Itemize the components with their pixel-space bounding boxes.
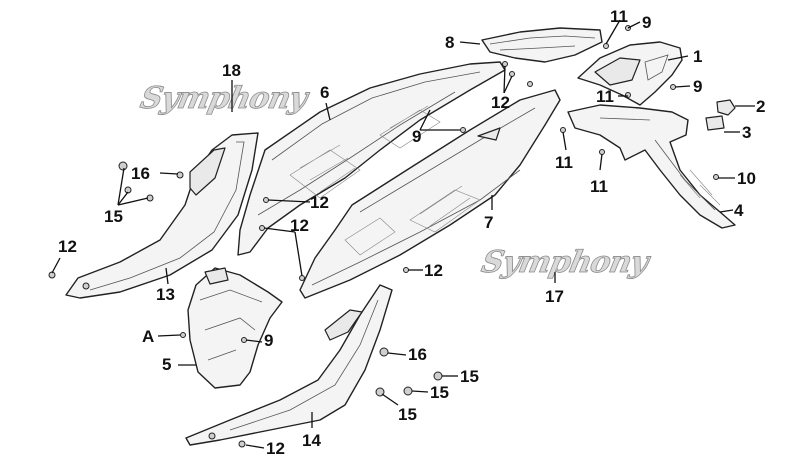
label-17: 17: [545, 287, 564, 306]
label-12-left: 12: [58, 237, 77, 256]
part-3-reflector: [705, 115, 725, 131]
part-4-rear-fender: [567, 104, 736, 229]
label-12-b: 12: [290, 216, 309, 235]
label-15-c: 15: [398, 405, 417, 424]
label-9-low: 9: [264, 331, 273, 350]
part-6-left-body-cover: [237, 61, 506, 256]
label-9-right: 9: [693, 77, 702, 96]
brand-decal-upper: Symphony: [137, 81, 313, 116]
part-5-inner-cover: [187, 267, 283, 389]
label-12-a: 12: [310, 193, 329, 212]
label-9-top: 9: [642, 13, 651, 32]
part-1-tail-cover: [577, 41, 683, 106]
label-5: 5: [162, 355, 171, 374]
label-6: 6: [320, 83, 329, 102]
label-15-b: 15: [430, 383, 449, 402]
label-3: 3: [742, 123, 751, 142]
part-8-grab-panel: [481, 27, 603, 63]
brand-decal-lower: Symphony: [479, 245, 655, 280]
label-8: 8: [445, 33, 454, 52]
label-12-top: 12: [491, 93, 510, 112]
label-15-a: 15: [460, 367, 479, 386]
label-11-top: 11: [610, 7, 628, 26]
part-14-floor-side-cover: [185, 284, 393, 446]
label-16-left: 16: [131, 164, 150, 183]
label-7: 7: [484, 213, 493, 232]
part-2-reflector-bracket: [716, 99, 736, 116]
label-2: 2: [756, 97, 765, 116]
label-9-mid: 9: [412, 127, 421, 146]
label-11-mid: 11: [596, 87, 614, 106]
label-13: 13: [156, 285, 175, 304]
label-12-c: 12: [424, 261, 443, 280]
part-7-right-body-cover: [299, 89, 561, 299]
label-4: 4: [734, 201, 744, 220]
label-12-bottom: 12: [266, 439, 285, 458]
label-11-low: 11: [590, 177, 608, 196]
leader-lines: [51, 19, 755, 449]
label-16-right: 16: [408, 345, 427, 364]
part-13-front-cover: [65, 132, 259, 299]
label-A: A: [142, 327, 154, 346]
part-labels: 18 6 8 11 9 1 9 11 2 3 10 4 11 11 12 9 1…: [58, 7, 765, 458]
label-1: 1: [693, 47, 702, 66]
label-15-left: 15: [104, 207, 123, 226]
label-10: 10: [737, 169, 756, 188]
label-14: 14: [302, 431, 321, 450]
label-11-left: 11: [555, 153, 573, 172]
label-18: 18: [222, 61, 241, 80]
